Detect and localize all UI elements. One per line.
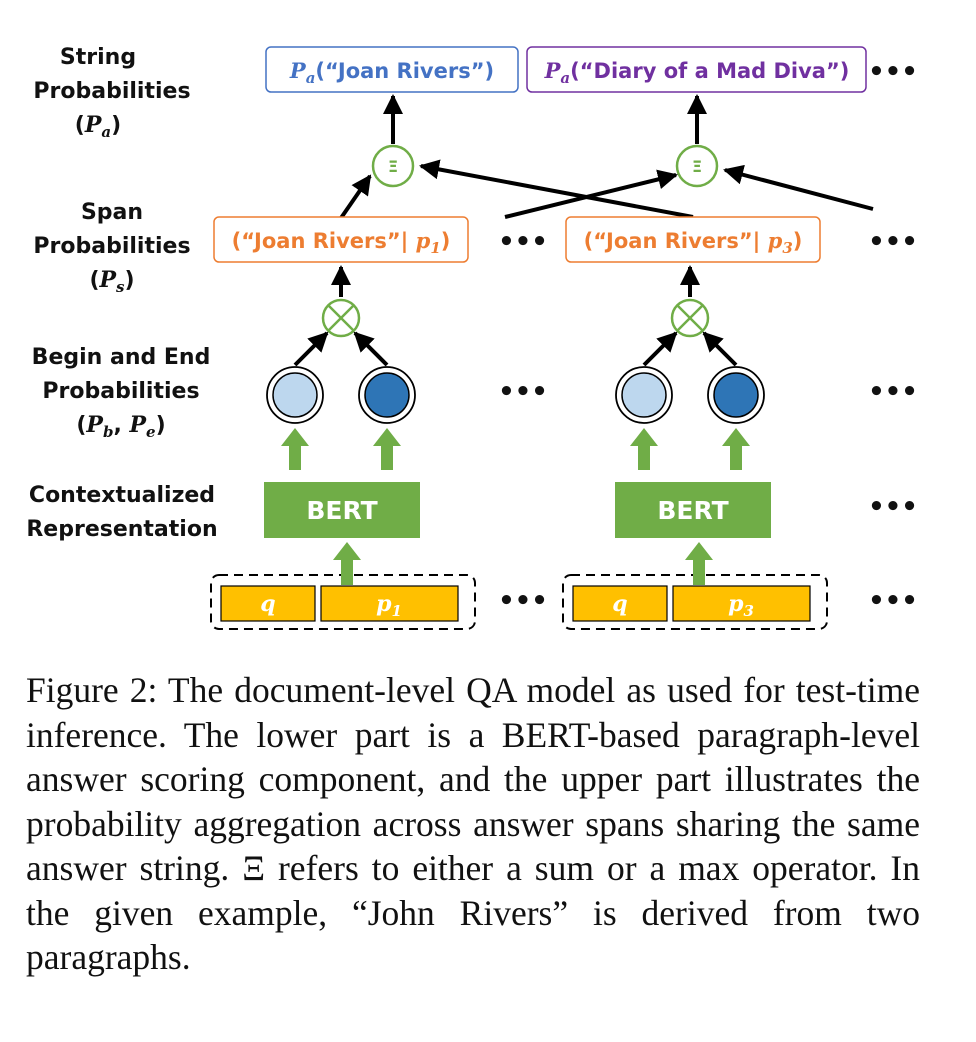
- end-prob-node-2: [707, 366, 765, 424]
- figure-caption: Figure 2: The document-level QA model as…: [26, 670, 920, 977]
- svg-text:String: String: [60, 45, 136, 70]
- token-q-1: [220, 585, 316, 622]
- ellipsis-prob-right: •••: [868, 377, 918, 407]
- svg-text:p3: p3: [728, 591, 754, 620]
- label-begin-end-probabilities: Begin and End Probabilities (Pb, Pe): [32, 345, 211, 441]
- input-group-2: q p3: [562, 574, 828, 630]
- svg-text:BERT: BERT: [306, 496, 377, 525]
- begin-prob-node-2: [615, 366, 673, 424]
- ellipsis-input-right: •••: [868, 586, 918, 616]
- svg-text:Probabilities: Probabilities: [33, 79, 190, 104]
- ellipsis-span-middle: •••: [498, 227, 548, 257]
- arrow-span1-to-agg1: [339, 174, 372, 220]
- aggregate-node-1: Ξ: [371, 144, 415, 188]
- arrow-end2-to-prod2: [702, 331, 738, 367]
- label-span-probabilities: Span Probabilities (Ps): [33, 200, 190, 296]
- svg-text:Span: Span: [81, 200, 143, 225]
- svg-text:Ξ: Ξ: [388, 157, 398, 176]
- green-arrows-bert-to-probs: [281, 428, 750, 470]
- svg-text:Representation: Representation: [26, 517, 217, 542]
- string-box-diary-of-a-mad-diva: Pa(“Diary of a Mad Diva”): [526, 46, 867, 93]
- arrow-begin2-to-prod2: [642, 331, 678, 367]
- svg-text:Ξ: Ξ: [692, 157, 702, 176]
- string-box-joan-rivers: Pa(“Joan Rivers”): [265, 46, 519, 93]
- span-box-p1: (“Joan Rivers”| p1): [213, 216, 469, 263]
- arrow-span3-to-agg1: [419, 159, 694, 219]
- arrow-other2-to-agg2: [723, 164, 874, 211]
- ellipsis-prob-middle: •••: [498, 377, 548, 407]
- qa-model-diagram: String Probabilities (Pa) Span Probabili…: [26, 45, 918, 630]
- svg-text:(“Joan Rivers”| p1): (“Joan Rivers”| p1): [232, 228, 451, 257]
- svg-text:q: q: [612, 591, 627, 617]
- label-contextualized-representation: Contextualized Representation: [26, 483, 217, 542]
- token-q-2: [572, 585, 668, 622]
- span-box-p3: (“Joan Rivers”| p3): [565, 216, 821, 263]
- ellipsis-input-middle: •••: [498, 586, 548, 616]
- token-p3: [672, 585, 811, 622]
- ellipsis-string: •••: [868, 57, 918, 87]
- svg-text:BERT: BERT: [657, 496, 728, 525]
- svg-text:Pa(“Joan Rivers”): Pa(“Joan Rivers”): [289, 58, 494, 87]
- aggregate-node-2: Ξ: [675, 144, 719, 188]
- svg-text:Probabilities: Probabilities: [33, 234, 190, 259]
- svg-text:(“Joan Rivers”| p3): (“Joan Rivers”| p3): [584, 228, 803, 257]
- svg-text:Contextualized: Contextualized: [29, 483, 215, 508]
- begin-prob-node-1: [266, 366, 324, 424]
- svg-text:Begin and End: Begin and End: [32, 345, 211, 370]
- token-p1: [320, 585, 459, 622]
- input-group-1: q p1: [210, 574, 476, 630]
- label-string-probabilities: String Probabilities (Pa): [33, 45, 190, 141]
- arrow-begin1-to-prod1: [293, 331, 329, 367]
- svg-text:(Ps): (Ps): [89, 267, 134, 296]
- product-node-1: [321, 298, 361, 338]
- arrow-other-to-agg2: [504, 169, 678, 219]
- ellipsis-bert-right: •••: [868, 492, 918, 522]
- svg-text:(Pb, Pe): (Pb, Pe): [76, 412, 165, 441]
- svg-text:Pa(“Diary of a Mad Diva”): Pa(“Diary of a Mad Diva”): [544, 58, 850, 87]
- bert-block-2: BERT: [615, 482, 771, 538]
- svg-text:p1: p1: [376, 591, 402, 620]
- svg-text:q: q: [260, 591, 275, 617]
- svg-text:Probabilities: Probabilities: [42, 379, 199, 404]
- green-arrows-input-to-bert: [333, 542, 713, 585]
- svg-text:(Pa): (Pa): [75, 112, 121, 141]
- ellipsis-span-right: •••: [868, 227, 918, 257]
- end-prob-node-1: [358, 366, 416, 424]
- arrow-end1-to-prod1: [353, 331, 389, 367]
- bert-block-1: BERT: [264, 482, 420, 538]
- product-node-2: [670, 298, 710, 338]
